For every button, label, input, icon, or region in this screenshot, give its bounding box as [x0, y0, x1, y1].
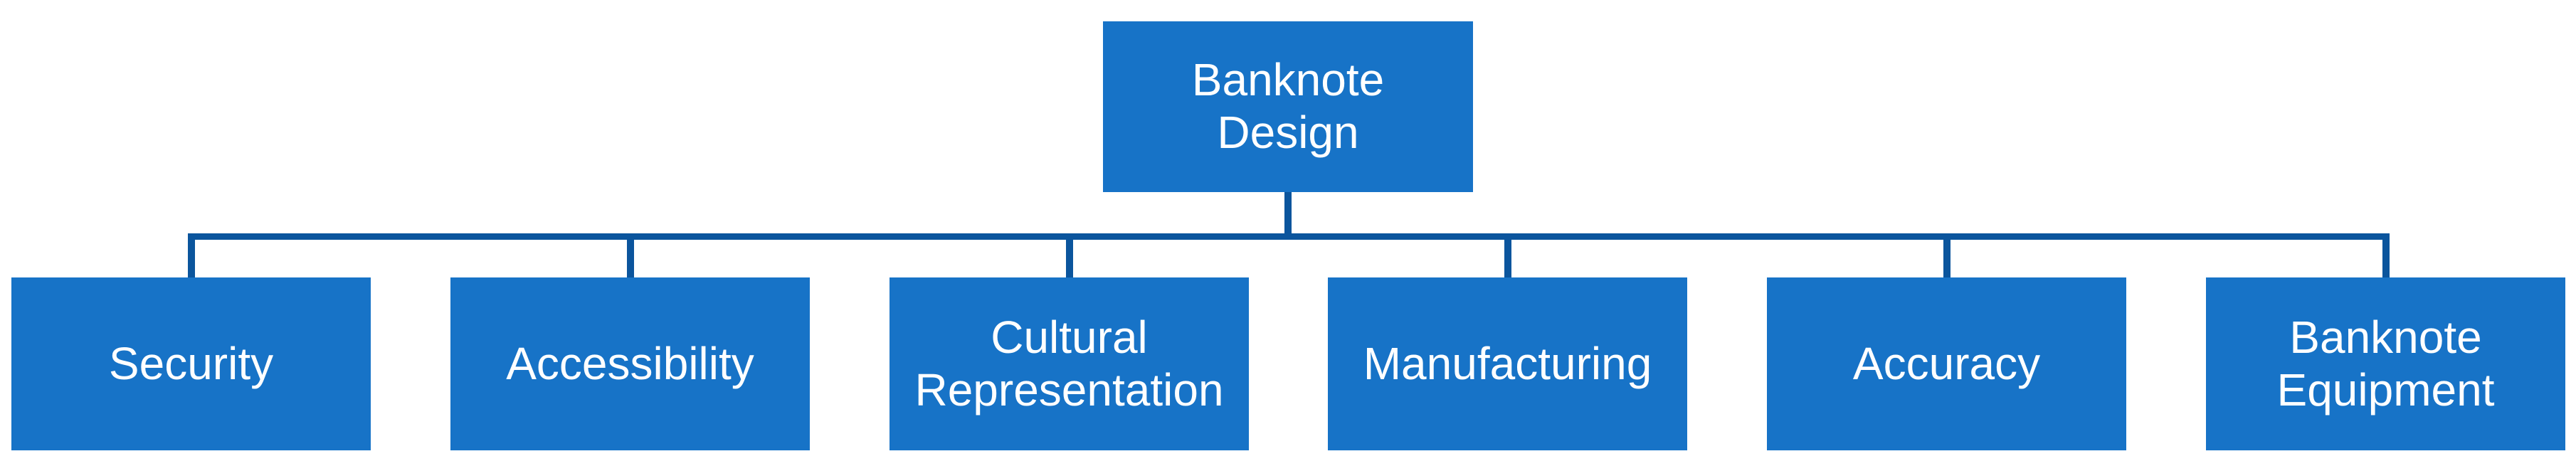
node-label: Banknote Design [1191, 54, 1385, 158]
node-label: Accuracy [1852, 337, 2041, 389]
connector-stub-cultural-representation [1066, 240, 1073, 277]
connector-root-stub [1284, 192, 1292, 233]
node-accessibility[interactable]: Accessibility [450, 277, 810, 450]
node-label: Security [108, 337, 274, 389]
connector-stub-accuracy [1943, 240, 1951, 277]
node-banknote-equipment[interactable]: Banknote Equipment [2206, 277, 2565, 450]
node-label: Banknote Equipment [2276, 311, 2495, 415]
node-accuracy[interactable]: Accuracy [1767, 277, 2126, 450]
connector-stub-security [188, 240, 195, 277]
node-cultural-representation[interactable]: Cultural Representation [890, 277, 1249, 450]
node-label: Cultural Representation [914, 311, 1224, 415]
node-label: Manufacturing [1363, 337, 1652, 389]
connector-stub-banknote-equipment [2382, 240, 2390, 277]
node-banknote-design[interactable]: Banknote Design [1103, 21, 1473, 192]
node-security[interactable]: Security [11, 277, 371, 450]
node-label: Accessibility [506, 337, 754, 389]
connector-rail [188, 233, 2390, 240]
node-manufacturing[interactable]: Manufacturing [1328, 277, 1687, 450]
connector-stub-manufacturing [1504, 240, 1511, 277]
connector-stub-accessibility [627, 240, 634, 277]
